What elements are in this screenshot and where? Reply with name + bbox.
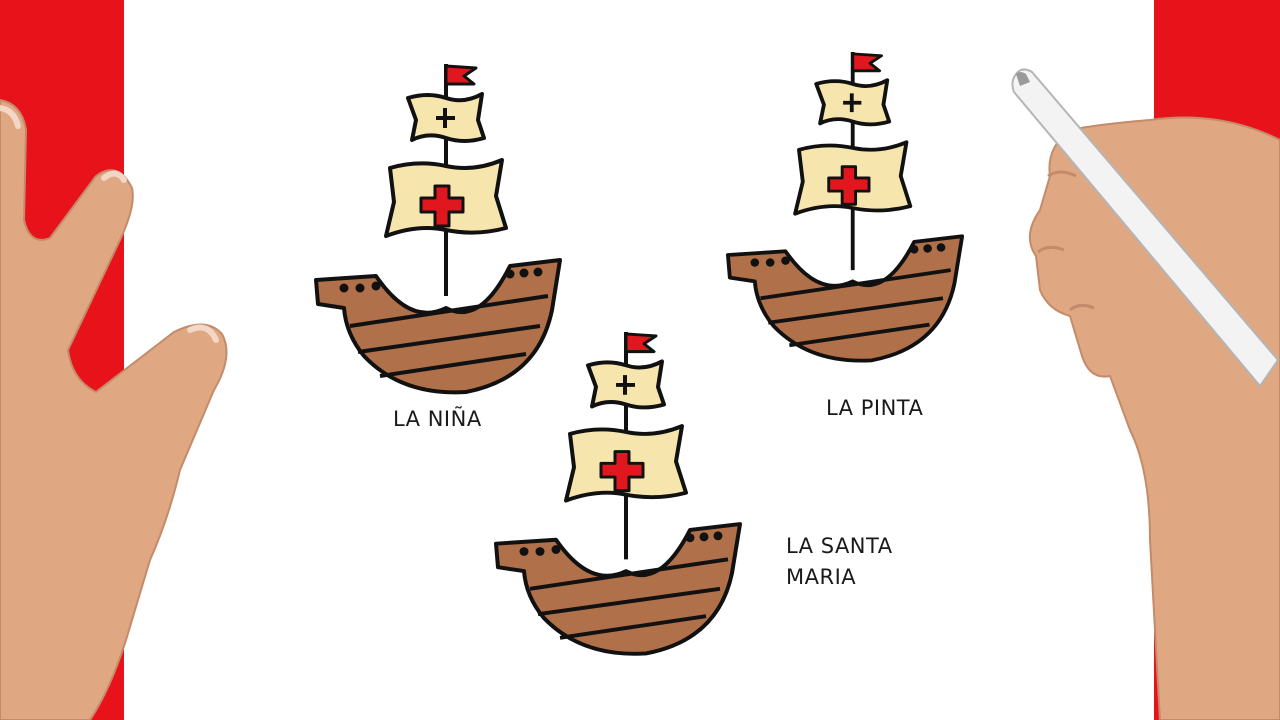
ship-label-la-santa-maria: LA SANTA MARIA [786,534,893,589]
ship-la-santa-maria [494,330,744,672]
ship-label-la-nina: LA NIÑA [393,407,482,431]
ship-label-la-pinta: LA PINTA [826,396,924,420]
ship-la-pinta [725,50,976,392]
